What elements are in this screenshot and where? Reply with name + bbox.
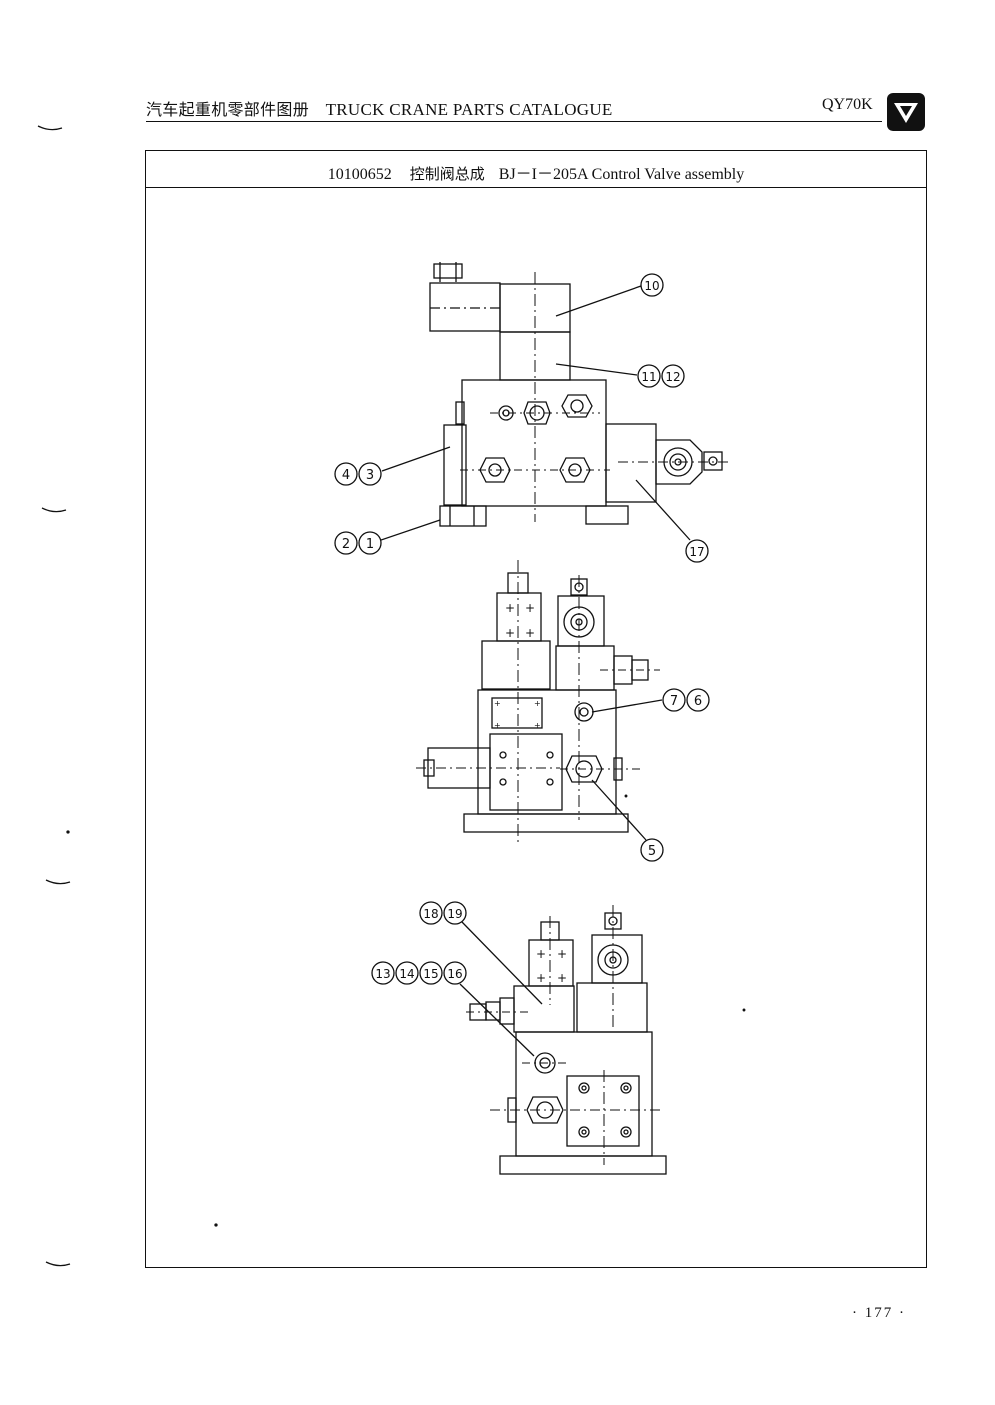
callout-17: 17 [685, 539, 709, 563]
svg-text:+: + [494, 721, 501, 730]
svg-text:17: 17 [689, 545, 704, 559]
assembly-name-en: BJ－I－205A Control Valve assembly [498, 166, 745, 183]
svg-text:+: + [505, 601, 515, 615]
callout-11-12: 11 12 [637, 364, 685, 388]
catalogue-header: 汽车起重机零部件图册 TRUCK CRANE PARTS CATALOGUE [146, 96, 613, 120]
svg-text:+: + [534, 699, 541, 708]
callout-4-3: 4 3 [334, 462, 382, 486]
svg-text:7: 7 [670, 694, 678, 709]
view-bottom: + + + + [459, 905, 667, 1175]
svg-text:4: 4 [342, 468, 350, 483]
svg-text:2: 2 [342, 537, 350, 552]
svg-text:15: 15 [423, 967, 438, 981]
svg-text:+: + [525, 626, 535, 640]
svg-text:5: 5 [648, 844, 656, 859]
assembly-name-cn: 控制阀总成 [409, 165, 485, 183]
svg-text:3: 3 [366, 468, 374, 483]
svg-text:+: + [494, 699, 501, 708]
drawing-title: 10100652 控制阀总成 BJ－I－205A Control Valve a… [145, 160, 927, 184]
callout-10: 10 [640, 273, 664, 297]
callout-7-6: 7 6 [662, 688, 710, 712]
svg-text:6: 6 [694, 694, 702, 709]
svg-text:11: 11 [641, 370, 656, 384]
svg-text:+: + [525, 601, 535, 615]
view-top [380, 262, 730, 541]
title-rule [145, 187, 927, 188]
svg-text:1: 1 [366, 537, 374, 552]
brand-logo-icon [887, 93, 925, 131]
svg-text:18: 18 [423, 907, 438, 921]
svg-text:19: 19 [447, 907, 462, 921]
callout-13-14-15-16: 13 14 15 16 [371, 961, 467, 985]
page-number: · 177 · [852, 1305, 906, 1321]
svg-text:+: + [557, 947, 567, 961]
svg-text:12: 12 [665, 370, 680, 384]
svg-text:+: + [557, 971, 567, 985]
callout-18-19: 18 19 [419, 901, 467, 925]
svg-text:14: 14 [399, 967, 414, 981]
view-middle: + + + + + + + + [416, 560, 663, 845]
catalogue-title-en: TRUCK CRANE PARTS CATALOGUE [325, 100, 613, 119]
svg-text:16: 16 [447, 967, 462, 981]
svg-text:13: 13 [375, 967, 390, 981]
svg-text:+: + [536, 971, 546, 985]
catalogue-title-cn: 汽车起重机零部件图册 [146, 100, 310, 119]
header-rule [146, 121, 882, 122]
svg-text:10: 10 [644, 279, 659, 293]
svg-text:+: + [534, 721, 541, 730]
svg-text:+: + [505, 626, 515, 640]
svg-text:+: + [536, 947, 546, 961]
callout-2-1: 2 1 [334, 531, 382, 555]
drawing-frame [145, 150, 927, 1268]
model-label: QY70K [822, 96, 873, 113]
callout-5: 5 [640, 838, 664, 862]
part-number: 10100652 [327, 166, 392, 183]
